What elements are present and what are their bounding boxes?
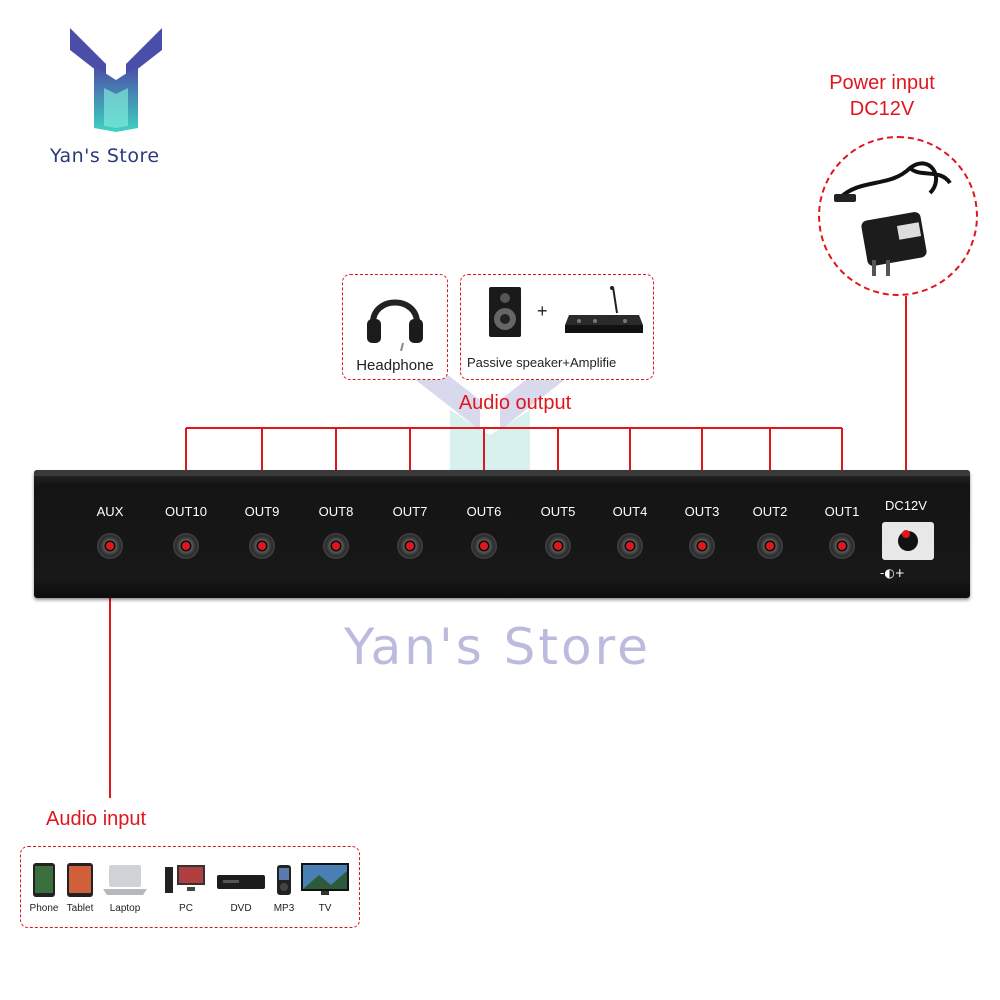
output-port-label: OUT10 [165,504,207,519]
tablet-icon [67,863,93,897]
aux-label: AUX [96,504,124,519]
speaker-icon [489,287,521,337]
power-input-label: Power input DC12V [812,70,952,122]
input-device-caption: TV [318,903,332,914]
logo-icon [70,28,162,132]
output-connection-dot [332,542,340,550]
input-device-caption: Laptop [109,903,141,914]
output-port-label: OUT1 [824,504,860,519]
output-port-label: OUT3 [684,504,720,519]
input-device-caption: Tablet [66,903,94,914]
output-connection-dot [838,542,846,550]
power-adapter-circle [818,136,978,296]
output-connection-dot [182,542,190,550]
phone-icon [33,863,55,897]
audio-output-label: Audio output [458,392,572,414]
output-connection-dot [258,542,266,550]
output-port-label: OUT7 [392,504,428,519]
tv-icon [301,863,349,895]
laptop-icon [103,865,147,895]
output-port-label: OUT5 [540,504,576,519]
mp3-icon [277,865,291,895]
output-port-label: OUT9 [244,504,280,519]
speaker-amp-box: + Passive speaker+Amplifie [460,274,654,380]
headphone-caption: Headphone [356,357,434,374]
dvd-icon [217,875,265,889]
output-port-label: OUT2 [752,504,788,519]
input-device-caption: DVD [230,903,252,914]
output-port-label: OUT4 [612,504,648,519]
speaker-amp-caption: Passive speaker+Amplifie [467,355,617,370]
amplifier-icon [565,286,643,333]
power-voltage-text: DC12V [849,98,915,120]
plus-sign: + [537,301,548,321]
power-adapter-icon [834,161,952,276]
dc-label: DC12V [885,498,927,513]
audio-input-label: Audio input [46,808,147,830]
power-input-text: Power input [829,72,935,94]
output-connection-dot [698,542,706,550]
headphone-icon [367,299,423,351]
device-top-rim [34,470,970,476]
input-devices-box: Phone Tablet Laptop PC DVD MP3 TV [20,846,360,928]
polarity-symbol: -◐+ [880,566,905,580]
output-connection-dot [480,542,488,550]
input-device-caption: MP3 [273,903,295,914]
watermark-text: Yan's Store [344,618,651,676]
output-port-label: OUT8 [318,504,354,519]
pc-icon [165,865,205,893]
output-port-label: OUT6 [466,504,502,519]
store-name: Yan's Store [50,145,160,167]
output-connection-dot [554,542,562,550]
output-connection-dot [766,542,774,550]
output-connection-dot [406,542,414,550]
store-logo [66,28,166,138]
headphone-box: Headphone [342,274,448,380]
input-device-caption: PC [179,903,193,914]
output-connection-dot [626,542,634,550]
input-device-caption: Phone [29,903,59,914]
